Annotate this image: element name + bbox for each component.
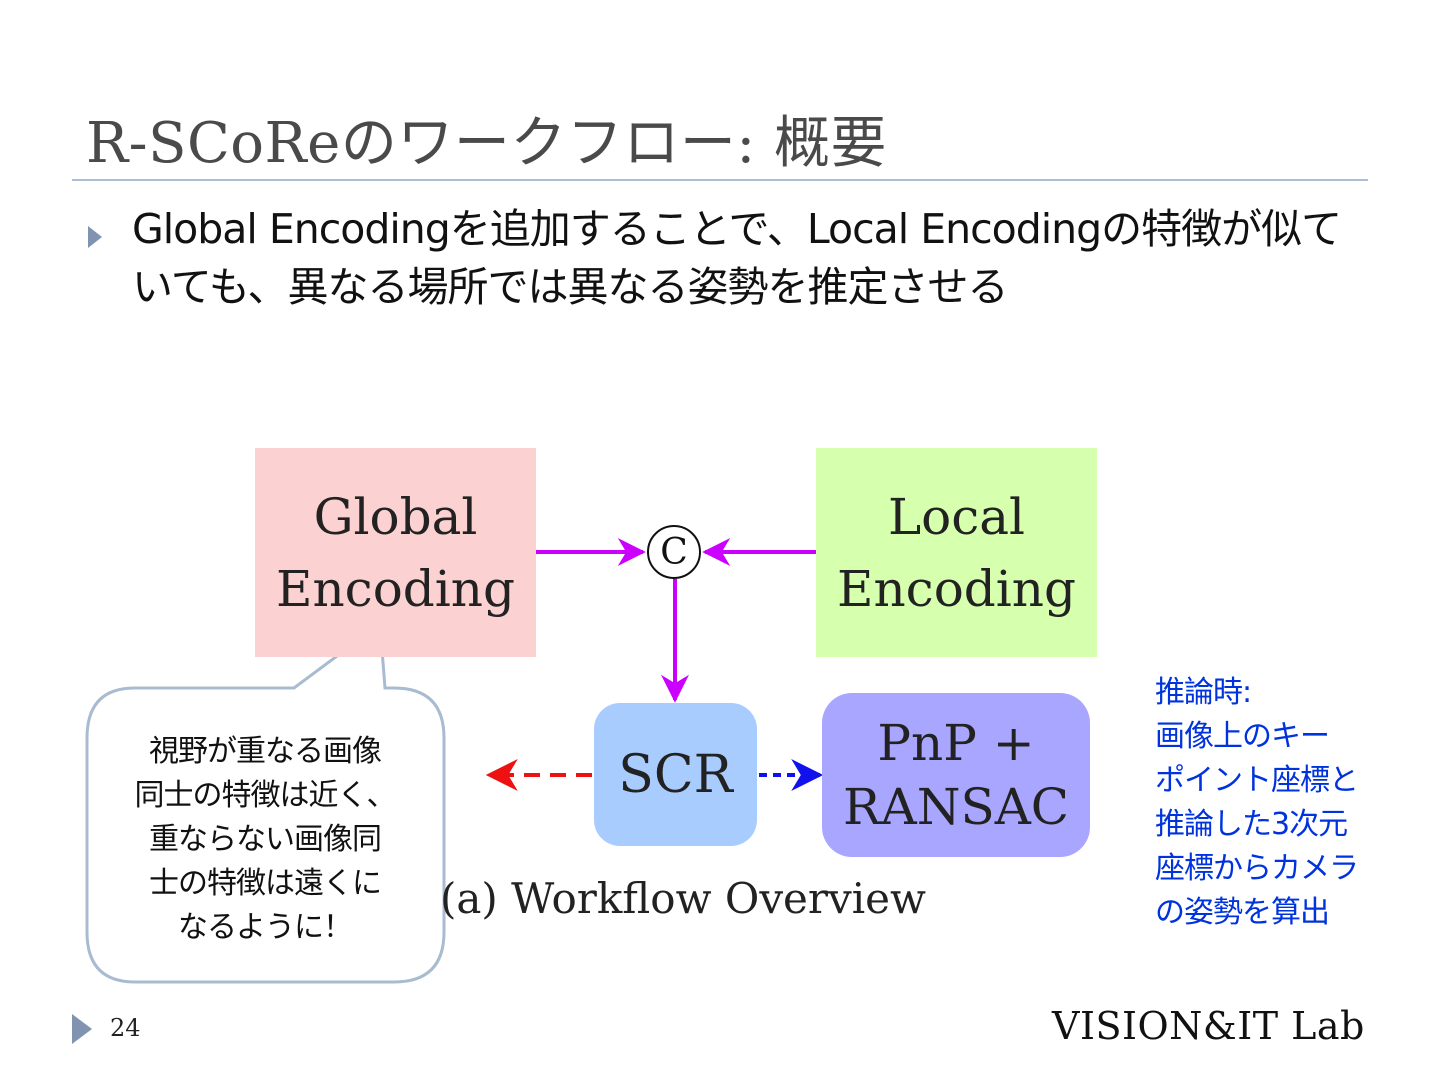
callout-line: 視野が重なる画像: [149, 734, 382, 769]
callout-bubble: [85, 621, 446, 984]
inference-note-line: 推論時:: [1155, 675, 1252, 710]
callout-text: 視野が重なる画像 同士の特徴は近く、 重ならない画像同 士の特徴は遠くに なるよ…: [100, 730, 430, 950]
footer-triangle-icon: [72, 1014, 92, 1044]
pnp-label-line2: RANSAC: [842, 778, 1070, 836]
callout-line: 重ならない画像同: [149, 822, 382, 857]
inference-note: 推論時: 画像上のキー ポイント座標と 推論した3次元 座標からカメラ の姿勢を…: [1155, 671, 1425, 935]
local-encoding-label-line2: Encoding: [836, 559, 1076, 618]
pnp-ransac-box: PnP + RANSAC: [822, 693, 1090, 857]
local-encoding-label-line1: Local: [887, 487, 1026, 546]
pnp-label-line1: PnP +: [877, 714, 1035, 772]
inference-note-line: 画像上のキー: [1155, 719, 1330, 754]
global-encoding-label-line1: Global: [313, 487, 478, 546]
diagram-caption: (a) Workflow Overview: [440, 874, 926, 923]
inference-note-line: の姿勢を算出: [1155, 895, 1330, 930]
global-encoding-label-line2: Encoding: [275, 559, 515, 618]
callout-line: 同士の特徴は近く、: [134, 778, 397, 813]
callout-line: 士の特徴は遠くに: [149, 866, 382, 901]
callout-line: なるように！: [178, 910, 353, 945]
scr-box: SCR: [594, 703, 757, 846]
bullet-triangle-icon: [88, 226, 102, 248]
title-divider: [72, 179, 1368, 181]
global-encoding-box: Global Encoding: [255, 448, 536, 657]
inference-note-line: 座標からカメラ: [1155, 851, 1359, 886]
bullet-text: Global Encodingを追加することで、Local Encodingの特…: [132, 205, 1342, 311]
page-number: 24: [110, 1014, 141, 1042]
slide-title: R-SCoReのワークフロー: 概要: [86, 111, 887, 176]
local-encoding-box: Local Encoding: [816, 448, 1097, 657]
inference-note-line: 推論した3次元: [1155, 807, 1348, 842]
lab-logo: VISION&IT Lab: [1052, 1004, 1365, 1048]
concat-node: C: [647, 525, 701, 579]
inference-note-line: ポイント座標と: [1155, 763, 1359, 798]
scr-label: SCR: [618, 744, 733, 805]
